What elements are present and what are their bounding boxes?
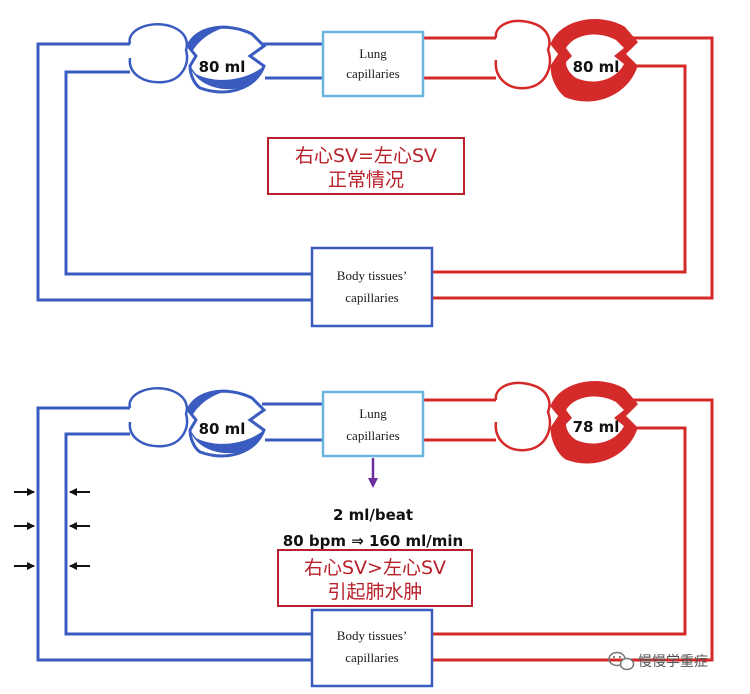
venous-circuit-outer <box>36 406 312 662</box>
venous-circuit-outer <box>36 42 312 302</box>
right-atrium <box>128 23 189 84</box>
wechat-icon <box>608 651 635 671</box>
arterial-circuit-outer <box>432 398 714 662</box>
left-ventricle-cavity <box>566 396 624 444</box>
lung-box-line1: Lung <box>359 46 387 61</box>
body-tissues-capillaries-box: Body tissues’ capillaries <box>310 246 434 328</box>
left-heart-volume: 78 ml <box>573 418 620 436</box>
right-ventricle-wall <box>190 66 264 90</box>
left-atrium <box>494 19 552 90</box>
right-heart: 80 ml <box>128 23 267 94</box>
left-atrium <box>494 381 552 452</box>
arterial-circuit-outer <box>432 36 714 300</box>
left-heart: 80 ml <box>494 19 639 102</box>
lung-capillaries-box: Lung capillaries <box>321 30 425 98</box>
condition-label-line1: 右心SV>左心SV <box>304 557 446 579</box>
condition-label-normal: 右心SV=左心SV 正常情况 <box>267 137 465 195</box>
right-heart-volume: 80 ml <box>199 420 246 438</box>
right-ventricle-wall-top <box>188 25 230 52</box>
right-heart: 80 ml <box>128 387 267 458</box>
venous-circuit-inner <box>64 432 312 636</box>
arterial-circuit-inner <box>432 64 687 274</box>
left-ventricle-cavity <box>566 34 624 82</box>
right-ventricle-wall <box>190 430 264 454</box>
right-heart-volume: 80 ml <box>199 58 246 76</box>
panel-edema: 80 ml 78 ml Lung capillaries 2 ml/beat 8… <box>14 381 714 688</box>
watermark: 慢慢学重症 <box>608 651 708 671</box>
body-box-line2: capillaries <box>345 290 398 305</box>
right-atrium <box>128 387 189 448</box>
right-ventricle-wall-top <box>188 389 230 416</box>
flow-note-line1: 2 ml/beat <box>333 506 413 524</box>
flow-note-line2: 80 bpm ⇒ 160 ml/min <box>283 532 463 550</box>
condition-label-line2: 引起肺水肿 <box>327 581 422 603</box>
condition-label-line1: 右心SV=左心SV <box>295 145 437 167</box>
venous-circuit-inner <box>64 70 312 276</box>
lung-capillaries-box: Lung capillaries <box>321 390 425 458</box>
body-box-line2: capillaries <box>345 650 398 665</box>
panel-normal: 80 ml 80 ml Lung capillaries Body tissue… <box>36 19 714 328</box>
lung-box-line2: capillaries <box>346 66 399 81</box>
body-tissues-capillaries-box: Body tissues’ capillaries <box>310 608 434 688</box>
body-box-line1: Body tissues’ <box>337 268 407 283</box>
watermark-text: 慢慢学重症 <box>638 653 708 670</box>
lung-box-line2: capillaries <box>346 428 399 443</box>
condition-label-edema: 右心SV>左心SV 引起肺水肿 <box>277 549 473 607</box>
left-heart-volume: 80 ml <box>573 58 620 76</box>
lung-box-line1: Lung <box>359 406 387 421</box>
left-heart: 78 ml <box>494 381 639 464</box>
body-box-line1: Body tissues’ <box>337 628 407 643</box>
condition-label-line2: 正常情况 <box>328 169 404 191</box>
pressure-arrows <box>14 488 90 570</box>
